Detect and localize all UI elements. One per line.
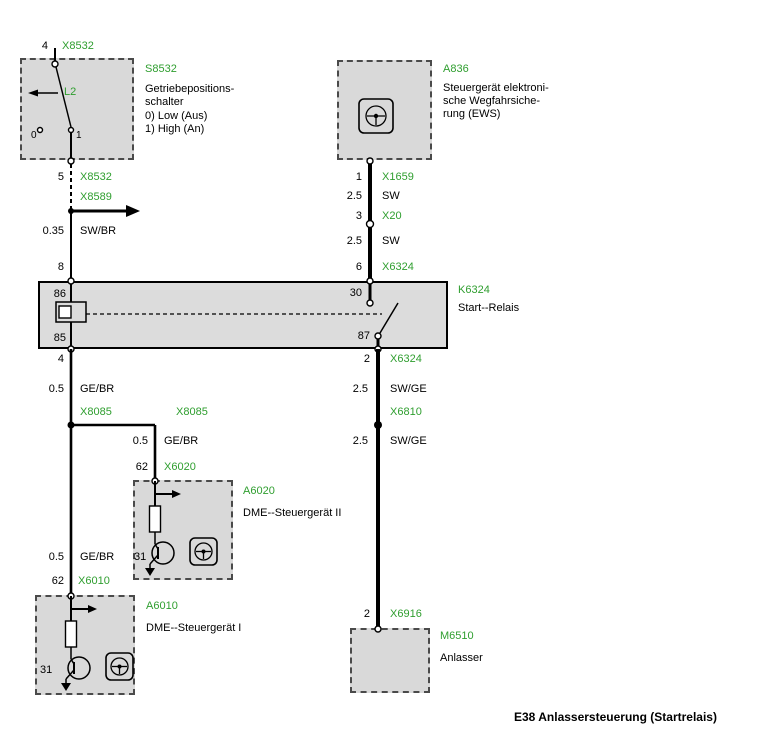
wire-size-label: 0.5 [48, 551, 64, 563]
s8532-gear-position-switch-box [20, 58, 134, 160]
a6010-steering-wheel-icon [105, 652, 134, 681]
component-desc: Getriebepositions- [145, 83, 235, 95]
x20-connector [365, 219, 375, 229]
pin-label: 3 [355, 210, 362, 222]
pin-label: 62 [51, 575, 64, 587]
component-desc: DME--Steuergerät I [146, 622, 242, 634]
component-ref: S8532 [145, 63, 177, 75]
relay-pin30-label: 30 [349, 287, 362, 299]
component-desc: Steuergerät elektroni- [443, 82, 549, 94]
component-ref: M6510 [440, 630, 474, 642]
pin-label: 5 [57, 171, 64, 183]
connector-label: X8532 [62, 40, 94, 52]
ground-pin-label: 31 [134, 551, 147, 563]
component-ref: K6324 [458, 284, 490, 296]
component-desc: 1) High (An) [145, 123, 205, 135]
connector-label: X8532 [80, 171, 112, 183]
x8589-branch-arrow [68, 205, 140, 217]
pin-label: 2 [363, 608, 370, 620]
wire-ge-br-branch [67, 349, 157, 595]
a6010-internal-symbol [61, 596, 134, 691]
connector-label: X6020 [164, 461, 196, 473]
splice-label: X6810 [390, 406, 422, 418]
connector-label: X1659 [382, 171, 414, 183]
wire-color-label: SW [382, 190, 400, 202]
m6510-starter-box [350, 628, 430, 693]
connector-label: X20 [382, 210, 402, 222]
splice-label: X8085 [176, 406, 208, 418]
x1659-terminal [366, 157, 374, 165]
pin-label: 6 [355, 261, 362, 273]
start-relay-internal-symbol [55, 281, 399, 349]
pin-label: 2 [363, 353, 370, 365]
component-desc: sche Wegfahrsiche- [443, 95, 541, 107]
component-desc: Anlasser [440, 652, 483, 664]
component-ref: A6010 [146, 600, 178, 612]
component-desc: schalter [145, 96, 184, 108]
component-ref: A6020 [243, 485, 275, 497]
wire-size-label: 0.5 [48, 383, 64, 395]
switch-label: L2 [64, 86, 77, 98]
wire-size-label: 2.5 [352, 383, 368, 395]
component-desc: 0) Low (Aus) [145, 110, 208, 122]
connector-label: X6010 [78, 575, 110, 587]
relay-pin85-label: 85 [53, 332, 66, 344]
wire-color-label: GE/BR [80, 383, 115, 395]
wire-color-label: SW/GE [390, 435, 427, 447]
wire-size-label: 0.5 [132, 435, 148, 447]
x6916-terminal [374, 625, 382, 633]
wire-size-label: 2.5 [346, 190, 362, 202]
component-desc: rung (EWS) [443, 108, 501, 120]
wire-color-label: SW/GE [390, 383, 427, 395]
a6020-internal-symbol [145, 481, 218, 576]
relay-pin87-label: 87 [357, 330, 370, 342]
connector-label: X6324 [382, 261, 414, 273]
splice-label: X8085 [80, 406, 112, 418]
gear-position-switch-symbol [28, 48, 75, 160]
a6010-dme1-box [35, 595, 135, 695]
relay-pin86-label: 86 [53, 288, 66, 300]
diagram-title: E38 Anlassersteuerung (Startrelais) [514, 710, 717, 724]
switch-pos0-label: 0 [31, 130, 37, 141]
wire-color-label: GE/BR [80, 551, 115, 563]
connector-label: X8589 [80, 191, 112, 203]
connector-label: X6324 [390, 353, 422, 365]
wire-color-label: SW/BR [80, 225, 117, 237]
pin-label: 1 [355, 171, 362, 183]
a6020-steering-wheel-icon [189, 537, 218, 566]
wire-size-label: 2.5 [352, 435, 368, 447]
component-desc: DME--Steuergerät II [243, 507, 342, 519]
pin-label: 8 [57, 261, 64, 273]
wire-sw-ge [374, 349, 382, 628]
wire-color-label: SW [382, 235, 400, 247]
x8532-pin5-terminal [67, 157, 75, 165]
pin-label: 4 [41, 40, 48, 52]
ground-pin-label: 31 [40, 664, 53, 676]
component-ref: A836 [443, 63, 469, 75]
wire-size-label: 2.5 [346, 235, 362, 247]
wire-color-label: GE/BR [164, 435, 199, 447]
switch-pos1-label: 1 [76, 130, 82, 141]
relay-pin86-terminal [67, 277, 75, 285]
wire-size-label: 0.35 [42, 225, 64, 237]
pin-label: 62 [135, 461, 148, 473]
ews-steering-wheel-icon [358, 98, 394, 134]
pin-label: 4 [57, 353, 64, 365]
relay-pin30-terminal [366, 277, 374, 285]
connector-label: X6916 [390, 608, 422, 620]
component-desc: Start--Relais [458, 302, 520, 314]
